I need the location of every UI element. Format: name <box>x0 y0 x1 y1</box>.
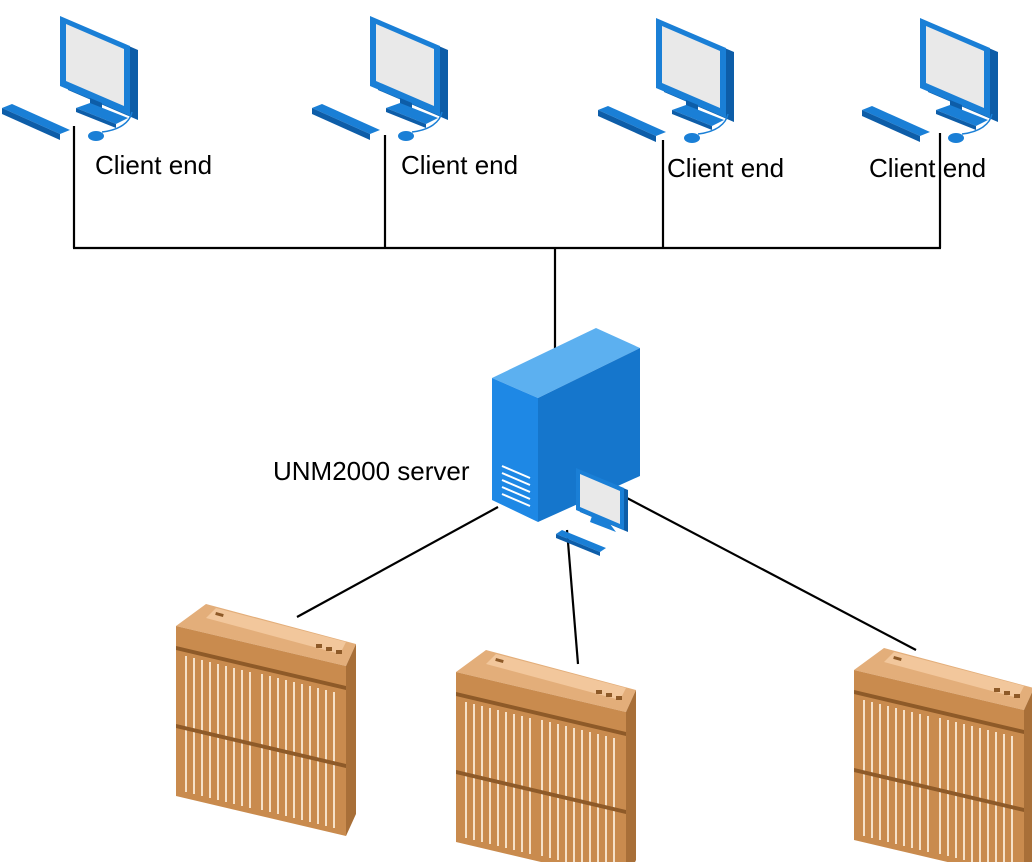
client-end-label: Client end <box>95 150 213 180</box>
equipment-rack-icon <box>853 647 1032 862</box>
client-end-label: Client end <box>667 153 785 183</box>
equipment-rack-icon <box>455 649 637 862</box>
client-workstation-icon <box>861 17 999 144</box>
client-end-label: Client end <box>401 150 519 180</box>
server-label: UNM2000 server <box>273 456 470 486</box>
network-links <box>72 126 942 665</box>
server-tower-icon <box>492 328 640 556</box>
client-end-label: Client end <box>869 153 987 183</box>
client-workstation-icon <box>311 15 449 142</box>
client-workstation-icon <box>597 17 735 144</box>
equipment-rack-icon <box>175 603 357 837</box>
client-workstation-icon <box>1 15 139 142</box>
